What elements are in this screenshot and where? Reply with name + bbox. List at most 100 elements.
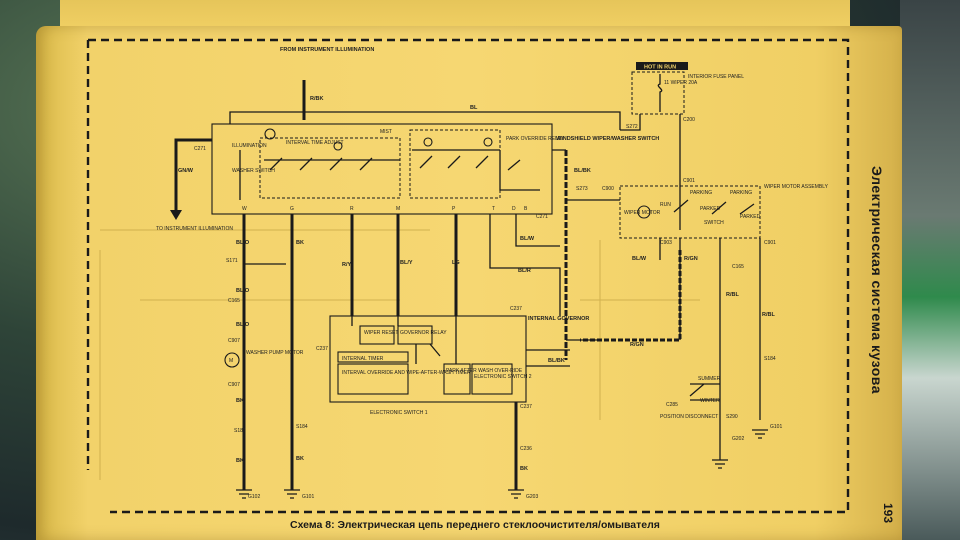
connector-c236: C236 xyxy=(520,446,532,452)
svg-text:D: D xyxy=(512,206,516,212)
wire-label-rgn-2: R/GN xyxy=(630,342,644,348)
governor-relay-label: GOVERNOR RELAY xyxy=(400,330,447,336)
parking-label-1: PARKING xyxy=(690,190,712,196)
position-switch xyxy=(689,383,720,401)
electronic-switch2-label: ELECTRONIC SWITCH 2 xyxy=(474,374,532,380)
illumination-lamp-icon xyxy=(264,128,276,140)
svg-text:BL/O: BL/O xyxy=(236,322,250,328)
interval-override-box xyxy=(337,363,409,395)
park-after-box xyxy=(443,363,471,395)
internal-timer-label: INTERNAL TIMER xyxy=(342,356,384,362)
wire-label-gnw: GN/W xyxy=(178,168,194,174)
wire-gnw xyxy=(174,138,212,212)
hot-in-run-label-box xyxy=(636,62,688,70)
splice-s184-a: S184 xyxy=(296,424,308,430)
connector-c271-b: C271 xyxy=(536,214,548,220)
switch-label: SWITCH xyxy=(704,220,724,226)
svg-text:BL/Y: BL/Y xyxy=(400,260,413,266)
connector-c903: C903 xyxy=(660,240,672,246)
page-border xyxy=(86,38,850,514)
bleed-through xyxy=(99,229,700,480)
background-right xyxy=(900,0,960,540)
wire-label-bl: BL xyxy=(470,105,478,111)
mist-label: MIST xyxy=(380,129,392,135)
svg-text:LG: LG xyxy=(452,260,460,266)
connector-c901: C901 xyxy=(683,178,695,184)
wiper-reset-box xyxy=(359,325,395,345)
wire-bl-top xyxy=(229,111,641,131)
connector-c285: C285 xyxy=(666,402,678,408)
fuse-panel-box xyxy=(631,71,685,115)
connector-c165: C165 xyxy=(228,298,240,304)
splice-s184-b: S184 xyxy=(764,356,776,362)
svg-text:R: R xyxy=(350,206,354,212)
park-override-label: PARK OVERRIDE RELAY xyxy=(506,136,565,142)
splice-s273: S273 xyxy=(576,186,588,192)
fuse-symbol xyxy=(657,74,663,112)
wiper-reset-label: WIPER RESET xyxy=(364,330,398,336)
svg-text:G: G xyxy=(290,206,294,212)
fuse-label: 11 WIPER 20A xyxy=(664,80,698,86)
term-a-icon xyxy=(333,141,343,151)
svg-text:M: M xyxy=(396,206,400,212)
connector-c237-c: C237 xyxy=(520,404,532,410)
illumination-label: ILLUMINATION xyxy=(232,143,267,149)
parked-label-2: PARKED xyxy=(740,214,761,220)
arrow-down-icon xyxy=(170,210,182,220)
electronic-switch2-box xyxy=(471,363,513,395)
motor-m: M xyxy=(229,358,233,364)
internal-timer-box xyxy=(337,351,409,363)
wire-label-bk-g203: BK xyxy=(520,466,528,472)
svg-text:G203: G203 xyxy=(526,494,538,500)
electronic-switch1-label: ELECTRONIC SWITCH 1 xyxy=(370,410,428,416)
from-illum-label: FROM INSTRUMENT ILLUMINATION xyxy=(280,47,374,53)
parking-label-2: PARKING xyxy=(730,190,752,196)
governor-module xyxy=(329,315,527,403)
wire-rgn xyxy=(580,250,682,342)
wire-blbk-2 xyxy=(552,149,620,341)
ground-g202: G202 xyxy=(712,436,744,469)
page-number: 193 xyxy=(881,502,896,524)
governor-label: INTERNAL GOVERNOR xyxy=(528,316,589,322)
connector-c237-b: C237 xyxy=(316,346,328,352)
wire-blw xyxy=(515,214,560,247)
wire-label-blbk: BL/BK xyxy=(574,168,591,174)
parked-label-1: PARKED xyxy=(700,206,721,212)
connector-c901-b: C901 xyxy=(764,240,776,246)
ground-g101-right: G101 xyxy=(752,424,782,439)
winter-label: WINTER xyxy=(700,398,720,404)
governor-relay-box xyxy=(397,325,433,345)
motor-assembly-box xyxy=(619,185,761,239)
inner-switch-bc xyxy=(409,129,501,199)
svg-text:BL/W: BL/W xyxy=(520,236,535,242)
fuse-panel-label: INTERIOR FUSE PANEL xyxy=(688,74,744,80)
wire-label-rbk: R/BK xyxy=(310,96,323,102)
wire-label-blw-2: BL/W xyxy=(632,256,647,262)
summer-label: SUMMER xyxy=(698,376,721,382)
connector-c200: C200 xyxy=(683,117,695,123)
wire-label-rbl: R/BL xyxy=(726,292,739,298)
svg-text:BL/R: BL/R xyxy=(518,268,531,274)
wire-label-blbk-2: BL/BK xyxy=(548,358,565,364)
connector-c907-a: C907 xyxy=(228,338,240,344)
switch-contacts xyxy=(239,149,540,200)
splice-s171: S171 xyxy=(226,258,238,264)
connector-c237-a: C237 xyxy=(510,306,522,312)
switch-assembly xyxy=(211,123,553,215)
wiper-motor-label: WIPER MOTOR xyxy=(624,210,661,216)
connector-c271-a: C271 xyxy=(194,146,206,152)
svg-text:BL/O: BL/O xyxy=(236,288,250,294)
splice-s187: S187 xyxy=(234,428,246,434)
svg-text:BK: BK xyxy=(296,240,304,246)
wiper-motor-icon xyxy=(637,205,651,219)
switch-box-label: WINDSHIELD WIPER/WASHER SWITCH xyxy=(556,136,659,142)
svg-text:G102: G102 xyxy=(248,494,260,500)
park-after-label: PARK AFTER WASH OVER-RIDE xyxy=(446,368,523,374)
washer-pump-label: WASHER PUMP MOTOR xyxy=(246,350,304,356)
connector-c165-b: C165 xyxy=(732,264,744,270)
svg-text:T: T xyxy=(492,206,495,212)
splice-s290: S290 xyxy=(726,414,738,420)
